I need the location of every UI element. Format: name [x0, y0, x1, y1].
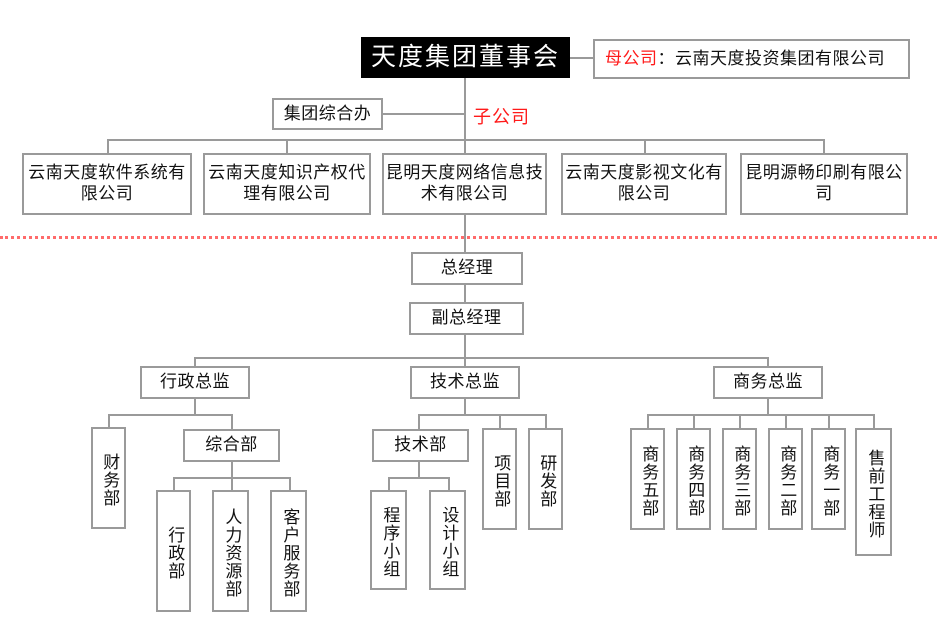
node-design-group[interactable]: 设计小组 [429, 490, 466, 590]
parent-company-separator: ： [657, 48, 675, 69]
connector-board-trunk [464, 78, 466, 139]
connector-group-office-to-trunk [383, 113, 465, 115]
node-director-business[interactable]: 商务总监 [713, 366, 823, 399]
connector-general-affairs-down [231, 462, 233, 478]
node-group-office[interactable]: 集团综合办 [272, 98, 383, 130]
connector-drop-rnd-dept [545, 414, 547, 428]
node-general-manager[interactable]: 总经理 [411, 252, 523, 285]
connector-drop-business-1 [828, 414, 830, 428]
connector-drop-director-3 [767, 357, 769, 367]
node-project-dept[interactable]: 项目部 [482, 428, 517, 530]
connector-tech-bus [418, 414, 545, 416]
node-subsidiary-5[interactable]: 昆明源畅印刷有限公司 [740, 153, 908, 215]
node-parent-company-note: 母公司：云南天度投资集团有限公司 [593, 39, 910, 79]
node-director-technology[interactable]: 技术总监 [410, 366, 520, 399]
node-general-affairs-dept[interactable]: 综合部 [183, 429, 280, 462]
connector-gm-to-dgm [464, 285, 466, 302]
connector-drop-business-2 [785, 414, 787, 428]
connector-drop-design-group [448, 477, 450, 490]
connector-drop-business-3 [739, 414, 741, 428]
connector-drop-program-group [388, 477, 390, 490]
node-tech-dept[interactable]: 技术部 [372, 429, 469, 462]
connector-drop-business-5 [647, 414, 649, 428]
parent-company-tag: 母公司 [605, 48, 658, 69]
node-business-unit-2[interactable]: 商务二部 [768, 428, 803, 530]
connector-drop-project-dept [499, 414, 501, 428]
connector-board-to-parent-note [570, 57, 594, 59]
section-divider [0, 236, 937, 239]
node-subsidiary-3[interactable]: 昆明天度网络信息技术有限公司 [382, 153, 547, 215]
node-hr-dept[interactable]: 人力资源部 [212, 490, 249, 612]
connector-drop-subsidiary-3 [464, 139, 466, 154]
connector-tech-children-bus [388, 477, 449, 479]
node-business-unit-3[interactable]: 商务三部 [722, 428, 757, 530]
caption-subsidiaries: 子公司 [473, 107, 530, 128]
connector-drop-customer-service [289, 477, 291, 490]
connector-drop-tech-dept [418, 414, 420, 429]
connector-drop-presales-engineer [873, 414, 875, 428]
node-finance-dept[interactable]: 财务部 [91, 427, 126, 529]
connector-drop-director-1 [194, 357, 196, 367]
node-business-unit-4[interactable]: 商务四部 [676, 428, 711, 530]
connector-drop-subsidiary-1 [107, 139, 109, 154]
connector-tech-director-down [464, 399, 466, 415]
connector-drop-admin-dept [173, 477, 175, 490]
node-deputy-general-manager[interactable]: 副总经理 [409, 302, 524, 335]
node-program-group[interactable]: 程序小组 [370, 490, 407, 590]
node-board-of-directors[interactable]: 天度集团董事会 [361, 37, 570, 78]
connector-business-director-down [767, 399, 769, 415]
node-customer-service-dept[interactable]: 客户服务部 [270, 490, 307, 612]
connector-drop-general-affairs [231, 414, 233, 430]
connector-director-bus [194, 357, 768, 359]
connector-drop-subsidiary-2 [286, 139, 288, 154]
connector-admin-bus [108, 414, 232, 416]
node-subsidiary-4[interactable]: 云南天度影视文化有限公司 [561, 153, 727, 215]
parent-company-name: 云南天度投资集团有限公司 [675, 48, 885, 69]
connector-drop-business-4 [693, 414, 695, 428]
node-business-unit-1[interactable]: 商务一部 [811, 428, 846, 530]
node-admin-dept[interactable]: 行政部 [156, 490, 191, 612]
connector-business-bus [647, 414, 874, 416]
connector-drop-director-2 [464, 357, 466, 367]
connector-dgm-trunk [464, 335, 466, 358]
node-subsidiary-1[interactable]: 云南天度软件系统有限公司 [22, 153, 192, 215]
connector-admin-director-down [194, 399, 196, 415]
node-business-unit-5[interactable]: 商务五部 [630, 428, 665, 530]
node-director-administration[interactable]: 行政总监 [140, 366, 250, 399]
node-subsidiary-2[interactable]: 云南天度知识产权代理有限公司 [203, 153, 371, 215]
connector-tech-dept-down [418, 462, 420, 478]
node-presales-engineer[interactable]: 售前工程师 [855, 428, 892, 556]
node-rnd-dept[interactable]: 研发部 [528, 428, 563, 530]
connector-drop-finance [108, 414, 110, 428]
connector-drop-hr-dept [231, 477, 233, 490]
connector-drop-subsidiary-4 [644, 139, 646, 154]
connector-trunk-through-divider [464, 215, 466, 252]
connector-drop-subsidiary-5 [823, 139, 825, 154]
